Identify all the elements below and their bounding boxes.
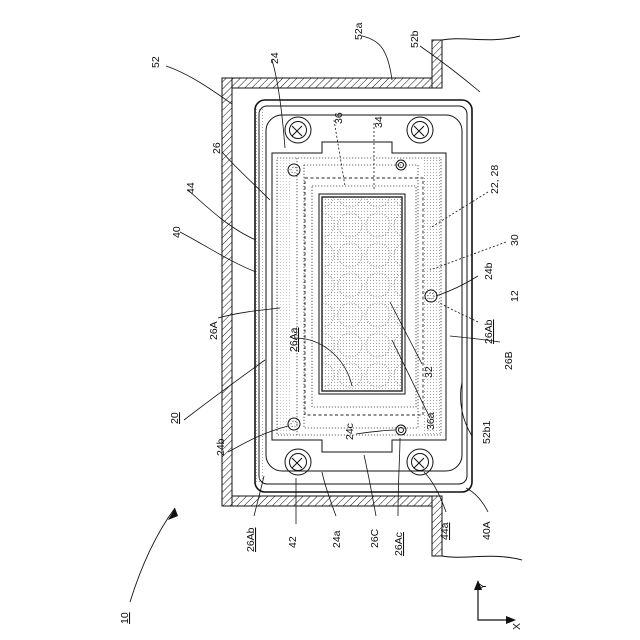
label-12: 12 bbox=[509, 290, 521, 302]
sheet-26-band-right bbox=[424, 158, 441, 435]
arrow-10 bbox=[130, 508, 178, 602]
label-30: 30 bbox=[509, 234, 521, 246]
label-20: 20 bbox=[169, 412, 181, 424]
label-24c: 24c bbox=[344, 423, 356, 440]
label-36: 36 bbox=[333, 112, 345, 124]
label-22-28: 22, 28 bbox=[489, 165, 501, 194]
label-52: 52 bbox=[150, 56, 162, 68]
label-26C: 26C bbox=[369, 528, 381, 548]
label-36a: 36a bbox=[425, 412, 437, 430]
label-10: 10 bbox=[119, 612, 131, 624]
label-44a: 44a bbox=[439, 522, 451, 540]
sheet-26-band-left bbox=[277, 158, 291, 435]
label-52b1: 52b1 bbox=[481, 420, 493, 444]
label-26B: 26B bbox=[503, 351, 515, 370]
axis-label-y: Y bbox=[477, 583, 489, 590]
label-24a: 24a bbox=[331, 530, 343, 548]
label-40A: 40A bbox=[481, 521, 493, 540]
label-44: 44 bbox=[185, 182, 197, 194]
label-26Aa: 26Aa bbox=[288, 327, 300, 352]
label-24b-right: 24b bbox=[483, 262, 495, 280]
axis-label-x: X bbox=[511, 623, 523, 630]
screw-top-left bbox=[285, 117, 311, 143]
label-42: 42 bbox=[287, 536, 299, 548]
label-26Ab-right: 26Ab bbox=[483, 319, 495, 344]
screw-top-right bbox=[407, 117, 433, 143]
cells-pattern bbox=[322, 197, 402, 391]
label-26Ab-left: 26Ab bbox=[245, 527, 257, 552]
label-34: 34 bbox=[373, 116, 385, 128]
label-26A: 26A bbox=[208, 321, 220, 340]
label-26-left: 26 bbox=[211, 142, 223, 154]
label-24b-left: 24b bbox=[215, 438, 227, 456]
label-26Ac: 26Ac bbox=[393, 532, 405, 556]
label-40: 40 bbox=[171, 226, 183, 238]
label-52b: 52b bbox=[409, 30, 421, 48]
band-44 bbox=[256, 108, 264, 484]
label-24-top: 24 bbox=[269, 52, 281, 64]
label-32: 32 bbox=[423, 366, 435, 378]
label-52a: 52a bbox=[353, 22, 365, 40]
